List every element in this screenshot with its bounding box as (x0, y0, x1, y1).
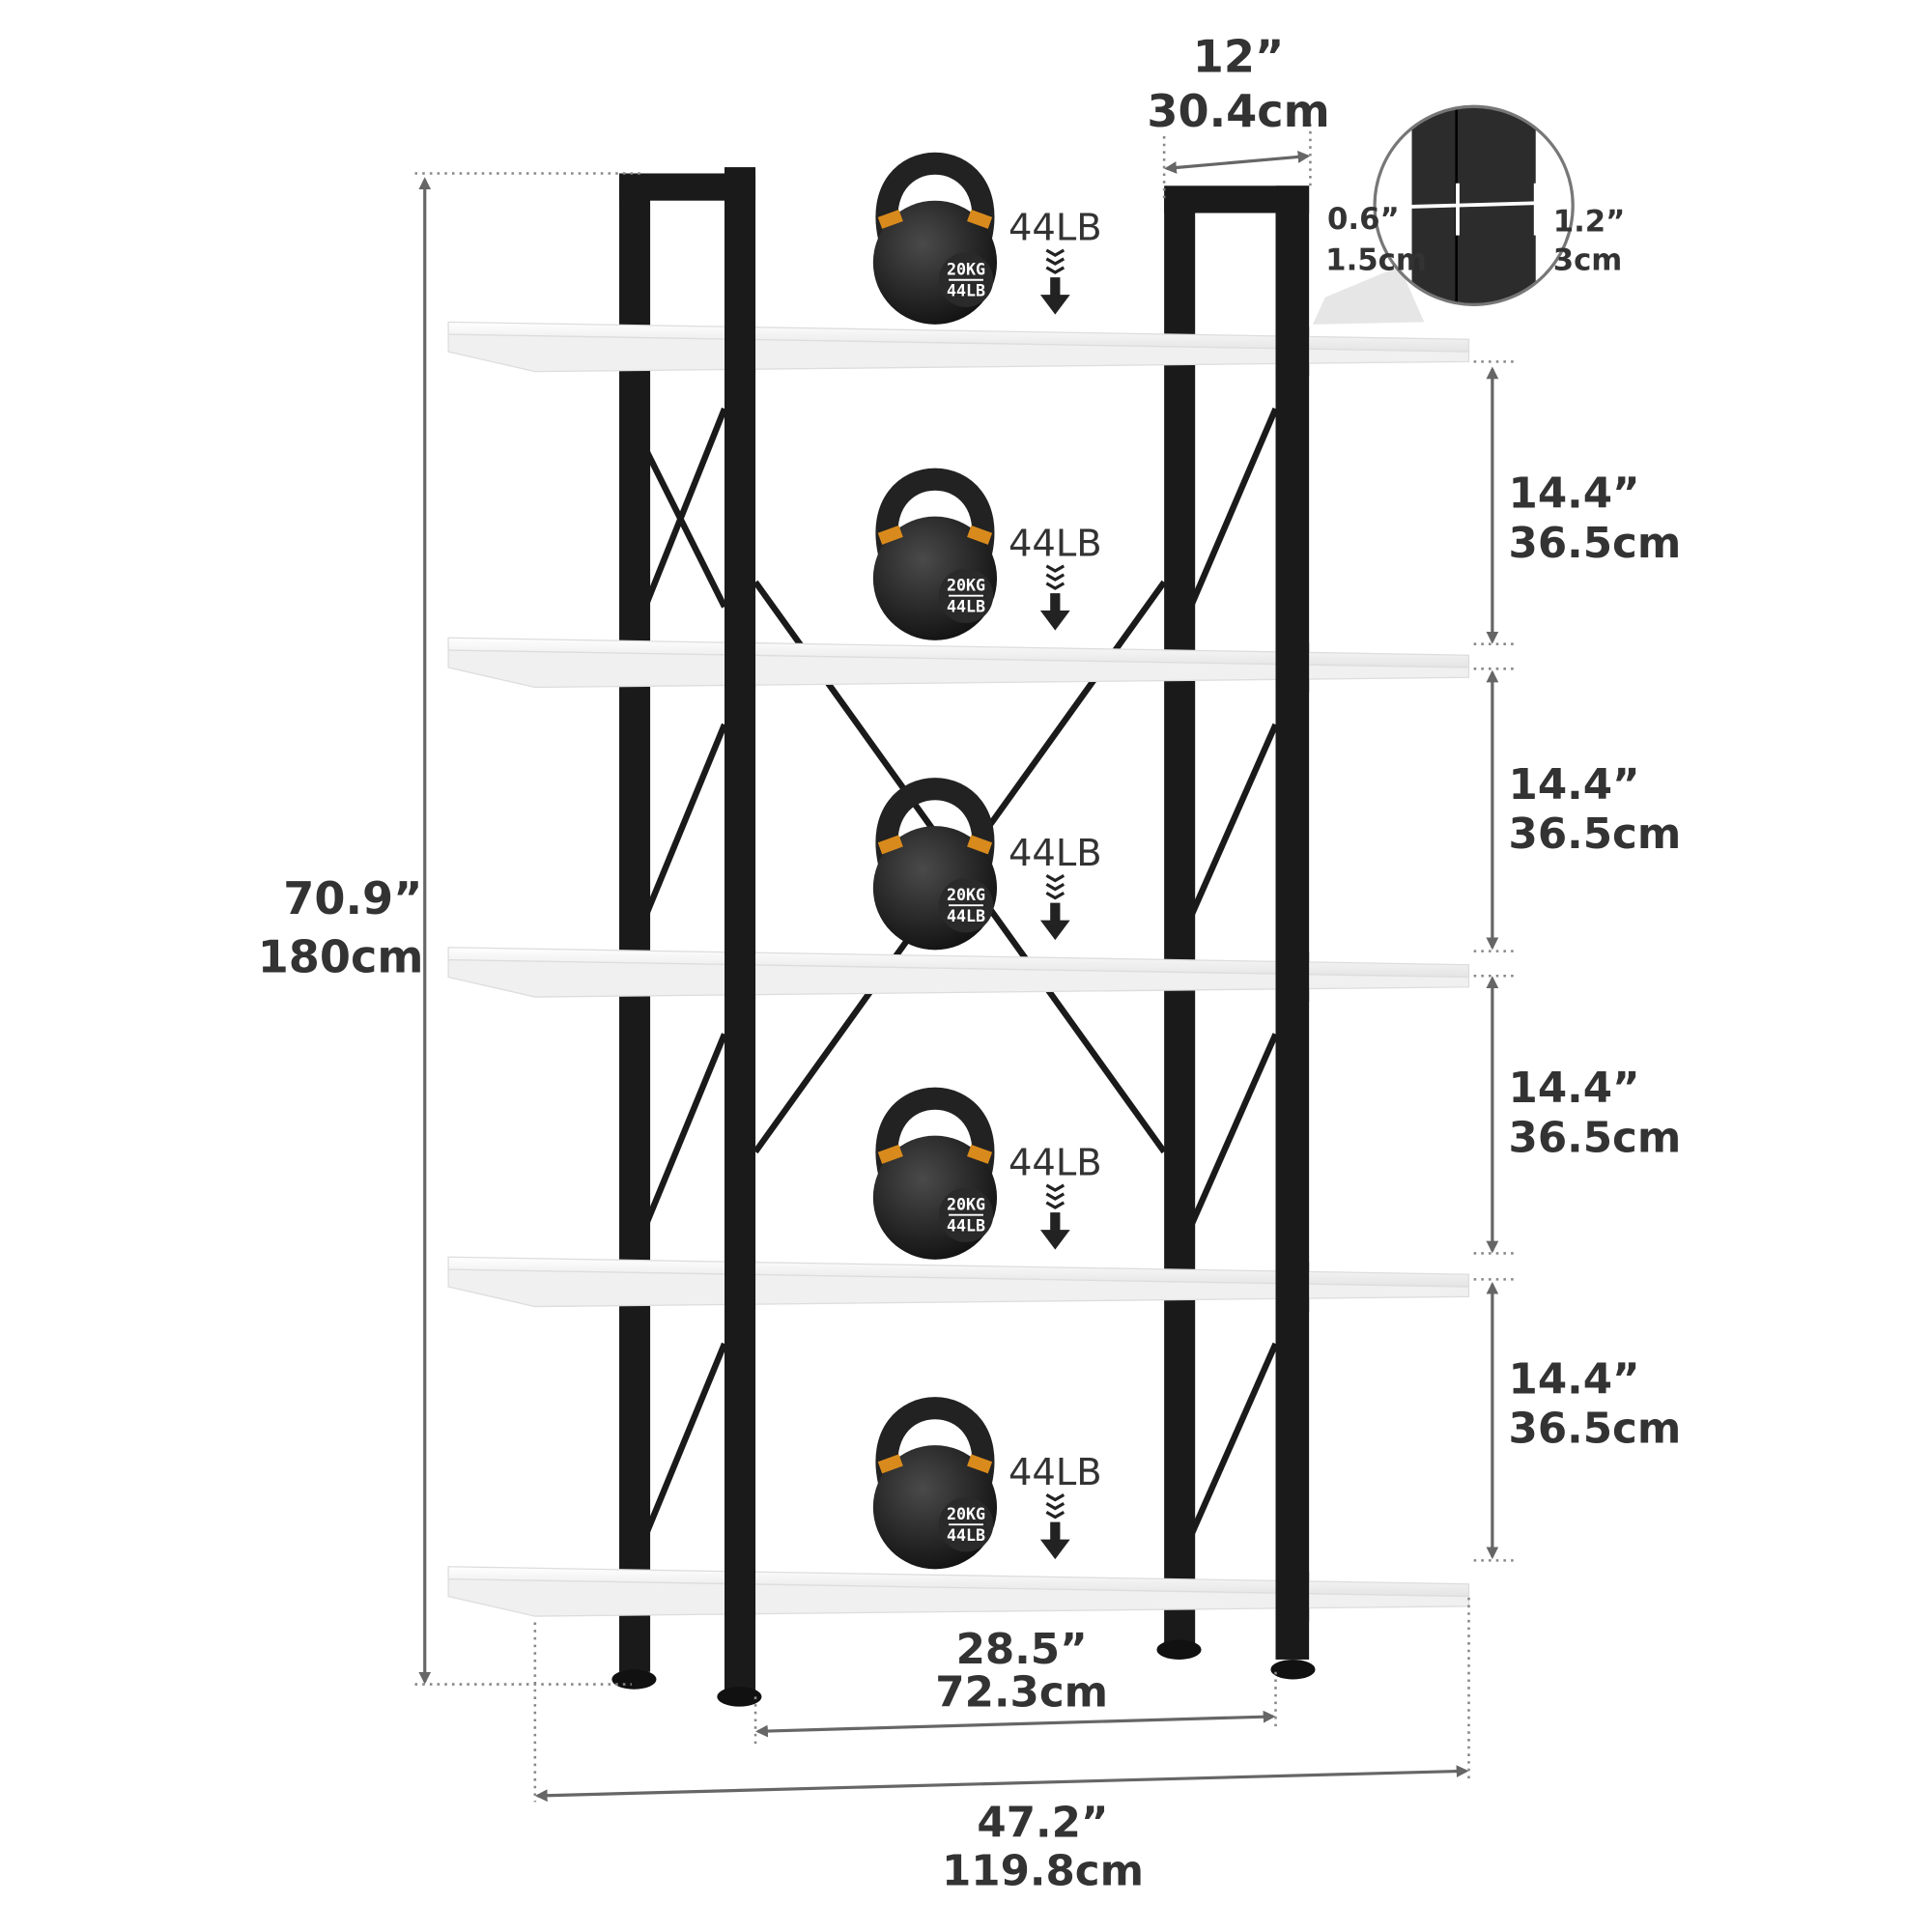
side-brace (1179, 1342, 1279, 1556)
frame-top-bar (1164, 185, 1310, 213)
kettlebells: 20KG44LB44LB20KG44LB44LB20KG44LB44LB20KG… (872, 152, 1102, 1570)
kettlebell-lb-label: 44LB (947, 1526, 985, 1545)
down-arrow-icon (1045, 1493, 1065, 1520)
down-arrow-icon (1039, 1212, 1070, 1250)
down-arrow-icon (1045, 874, 1065, 900)
load-capacity-label: 44LB (1009, 1451, 1102, 1494)
spacing-2-cm: 36.5cm (1509, 810, 1682, 859)
depth-cm: 30.4cm (1147, 85, 1329, 137)
kettlebell: 20KG 44LB 44LB (872, 468, 1102, 640)
leveling-foot (717, 1687, 762, 1707)
side-brace (1179, 723, 1279, 937)
leveling-foot (1156, 1639, 1202, 1660)
kettlebell-lb-label: 44LB (947, 907, 985, 925)
kettlebell-lb-label: 44LB (947, 597, 985, 615)
kettlebell: 20KG 44LB 44LB (872, 1087, 1102, 1260)
tube-thin-inches: 0.6” (1327, 202, 1400, 237)
spacing-3-cm: 36.5cm (1509, 1114, 1682, 1162)
shelf-board (447, 1256, 1470, 1312)
spacing-4-cm: 36.5cm (1509, 1406, 1682, 1454)
kettlebell: 20KG 44LB 44LB (872, 778, 1102, 951)
kettlebell-kg-label: 20KG (947, 886, 985, 904)
inner-width-inches: 28.5” (956, 1626, 1088, 1674)
tube-size-inset (1312, 104, 1575, 325)
height-cm: 180cm (258, 930, 424, 982)
frame-post (619, 179, 651, 1672)
kettlebell: 20KG 44LB 44LB (872, 1397, 1102, 1570)
spacing-4-inches: 14.4” (1509, 1355, 1640, 1404)
side-brace (635, 1033, 727, 1246)
side-brace (1179, 1033, 1279, 1246)
dimension-labels: 12” 30.4cm 70.9” 180cm 14.4” 36.5cm 14.4… (258, 30, 1682, 1895)
tube-wide-cm: 3cm (1553, 242, 1623, 277)
frame-post (1275, 185, 1310, 1660)
down-arrow-icon (1045, 248, 1065, 274)
height-inches: 70.9” (283, 872, 422, 924)
extension-lines (414, 124, 1518, 1803)
spacing-2-inches: 14.4” (1509, 761, 1640, 810)
down-arrow-icon (1039, 1521, 1070, 1560)
tube-wide-inches: 1.2” (1553, 205, 1626, 240)
tube-thin-cm: 1.5cm (1325, 242, 1427, 277)
spacing-1-cm: 36.5cm (1509, 520, 1682, 568)
spacing-3-inches: 14.4” (1509, 1065, 1640, 1113)
side-brace (1179, 407, 1279, 627)
load-capacity-label: 44LB (1009, 523, 1102, 566)
total-width-cm: 119.8cm (942, 1847, 1144, 1895)
leveling-foot (1270, 1659, 1316, 1680)
down-arrow-icon (1039, 277, 1070, 315)
frame-post (724, 167, 756, 1691)
side-brace (635, 723, 727, 937)
kettlebell-kg-label: 20KG (947, 1505, 985, 1523)
total-width-inches: 47.2” (977, 1799, 1108, 1847)
kettlebell: 20KG 44LB 44LB (872, 152, 1102, 325)
inner-width-cm: 72.3cm (935, 1669, 1108, 1718)
down-arrow-icon (1045, 564, 1065, 590)
load-capacity-label: 44LB (1009, 207, 1102, 250)
leveling-foot (611, 1669, 657, 1690)
kettlebell-lb-label: 44LB (947, 281, 985, 299)
side-brace (635, 1342, 727, 1556)
shelves (447, 321, 1470, 1622)
spacing-1-inches: 14.4” (1509, 470, 1640, 519)
shelf-board (447, 321, 1470, 377)
side-brace (635, 432, 727, 609)
kettlebell-kg-label: 20KG (947, 1196, 985, 1214)
kettlebell-lb-label: 44LB (947, 1216, 985, 1235)
kettlebell-kg-label: 20KG (947, 261, 985, 279)
shelf-board (447, 947, 1470, 1003)
kettlebell-kg-label: 20KG (947, 577, 985, 595)
load-capacity-label: 44LB (1009, 1142, 1102, 1185)
shelf-board (447, 637, 1470, 693)
down-arrow-icon (1039, 902, 1070, 941)
frame-top-bar (619, 173, 756, 201)
load-capacity-label: 44LB (1009, 832, 1102, 875)
down-arrow-icon (1045, 1183, 1065, 1209)
dimension-lines (418, 151, 1499, 1803)
shelf-board (447, 1566, 1470, 1622)
depth-inches: 12” (1193, 30, 1285, 82)
down-arrow-icon (1039, 593, 1070, 631)
